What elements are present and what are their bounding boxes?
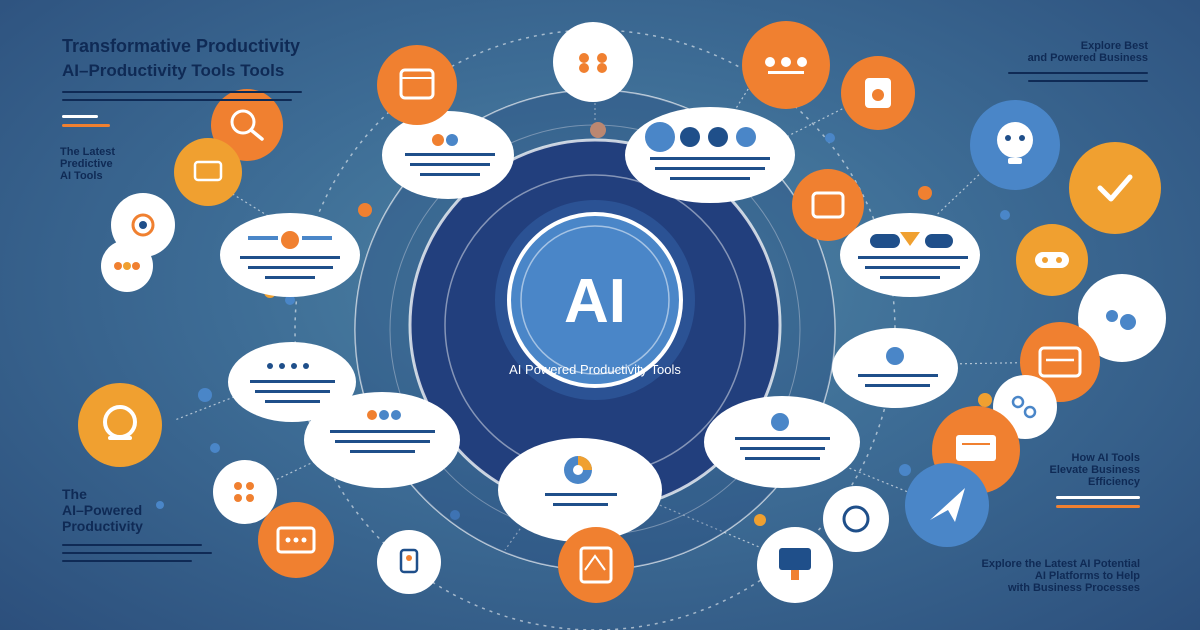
card-left [220,213,360,297]
bottom-left-line-1: The [62,486,87,502]
assistant-icon [970,100,1060,190]
card-right [840,213,980,297]
pin-icon [377,530,441,594]
card-icon [792,169,864,241]
top-left-heading-block: Transformative Productivity AI–Productiv… [62,36,422,133]
accent-bars [62,115,422,127]
check-icon [1069,142,1161,234]
form-icon [258,502,334,578]
top-right-line-1: Explore Best [1080,40,1148,52]
flower-icon [553,22,633,102]
top-right-line-2: and Powered Business [1027,52,1148,64]
card-top-right [625,107,795,203]
right-mid-line-1: How AI Tools [1071,452,1140,464]
main-subtitle: AI–Productivity Tools Tools [62,61,285,80]
card-bottom-left [304,392,460,488]
screen-icon [174,138,242,206]
card-top-left [382,111,514,199]
info-cards [220,107,980,542]
robot-icon [841,56,915,130]
network-icon [742,21,830,109]
card-right-mid [832,328,958,408]
main-title: Transformative Productivity [62,36,301,56]
bottom-right-line-3: with Business Processes [1007,582,1140,594]
bottom-left-line-3: Productivity [62,518,143,534]
left-mid-line-1: The Latest [60,146,116,158]
icon-ring [78,21,1166,603]
bottom-right-block: Explore the Latest AI Potential AI Platf… [900,558,1140,594]
disc-icon [823,486,889,552]
left-mid-line-3: AI Tools [60,170,103,182]
card-bottom-right [704,396,860,488]
magnifier-icon [211,89,283,161]
rocket-icon [905,463,989,547]
left-mid-line-2: Predictive [60,158,113,170]
left-mid-block: The Latest Predictive AI Tools [60,146,160,182]
document-icon [558,527,634,603]
chat-icon [1078,274,1166,362]
right-mid-line-2: Elevate Business [1049,464,1141,476]
top-right-block: Explore Best and Powered Business [988,40,1148,88]
card-bottom-center [498,438,662,542]
top-right-decor-lines [988,72,1148,88]
dots-icon [101,240,153,292]
right-accent-bars [1010,496,1140,514]
hub-label: AI Powered Productivity Tools [509,362,681,377]
bottom-left-decor-lines [62,544,212,562]
bottom-right-line-2: AI Platforms to Help [1034,570,1140,582]
subtitle-decor-lines [62,91,312,101]
face-icon [1016,224,1088,296]
card-left-lower [228,342,356,422]
bottom-left-block: The AI–Powered Productivity [62,486,242,568]
headset-icon [78,383,162,467]
right-mid-line-3: Efficiency [1088,476,1140,488]
hub-logo: AI [564,267,626,336]
monitor-icon [757,527,833,603]
bottom-left-line-2: AI–Powered [62,502,143,518]
grid-icon [213,460,277,524]
right-mid-block: How AI Tools Elevate Business Efficiency [1010,452,1140,514]
browser-icon [377,45,457,125]
bottom-right-line-1: Explore the Latest AI Potential [981,558,1140,570]
